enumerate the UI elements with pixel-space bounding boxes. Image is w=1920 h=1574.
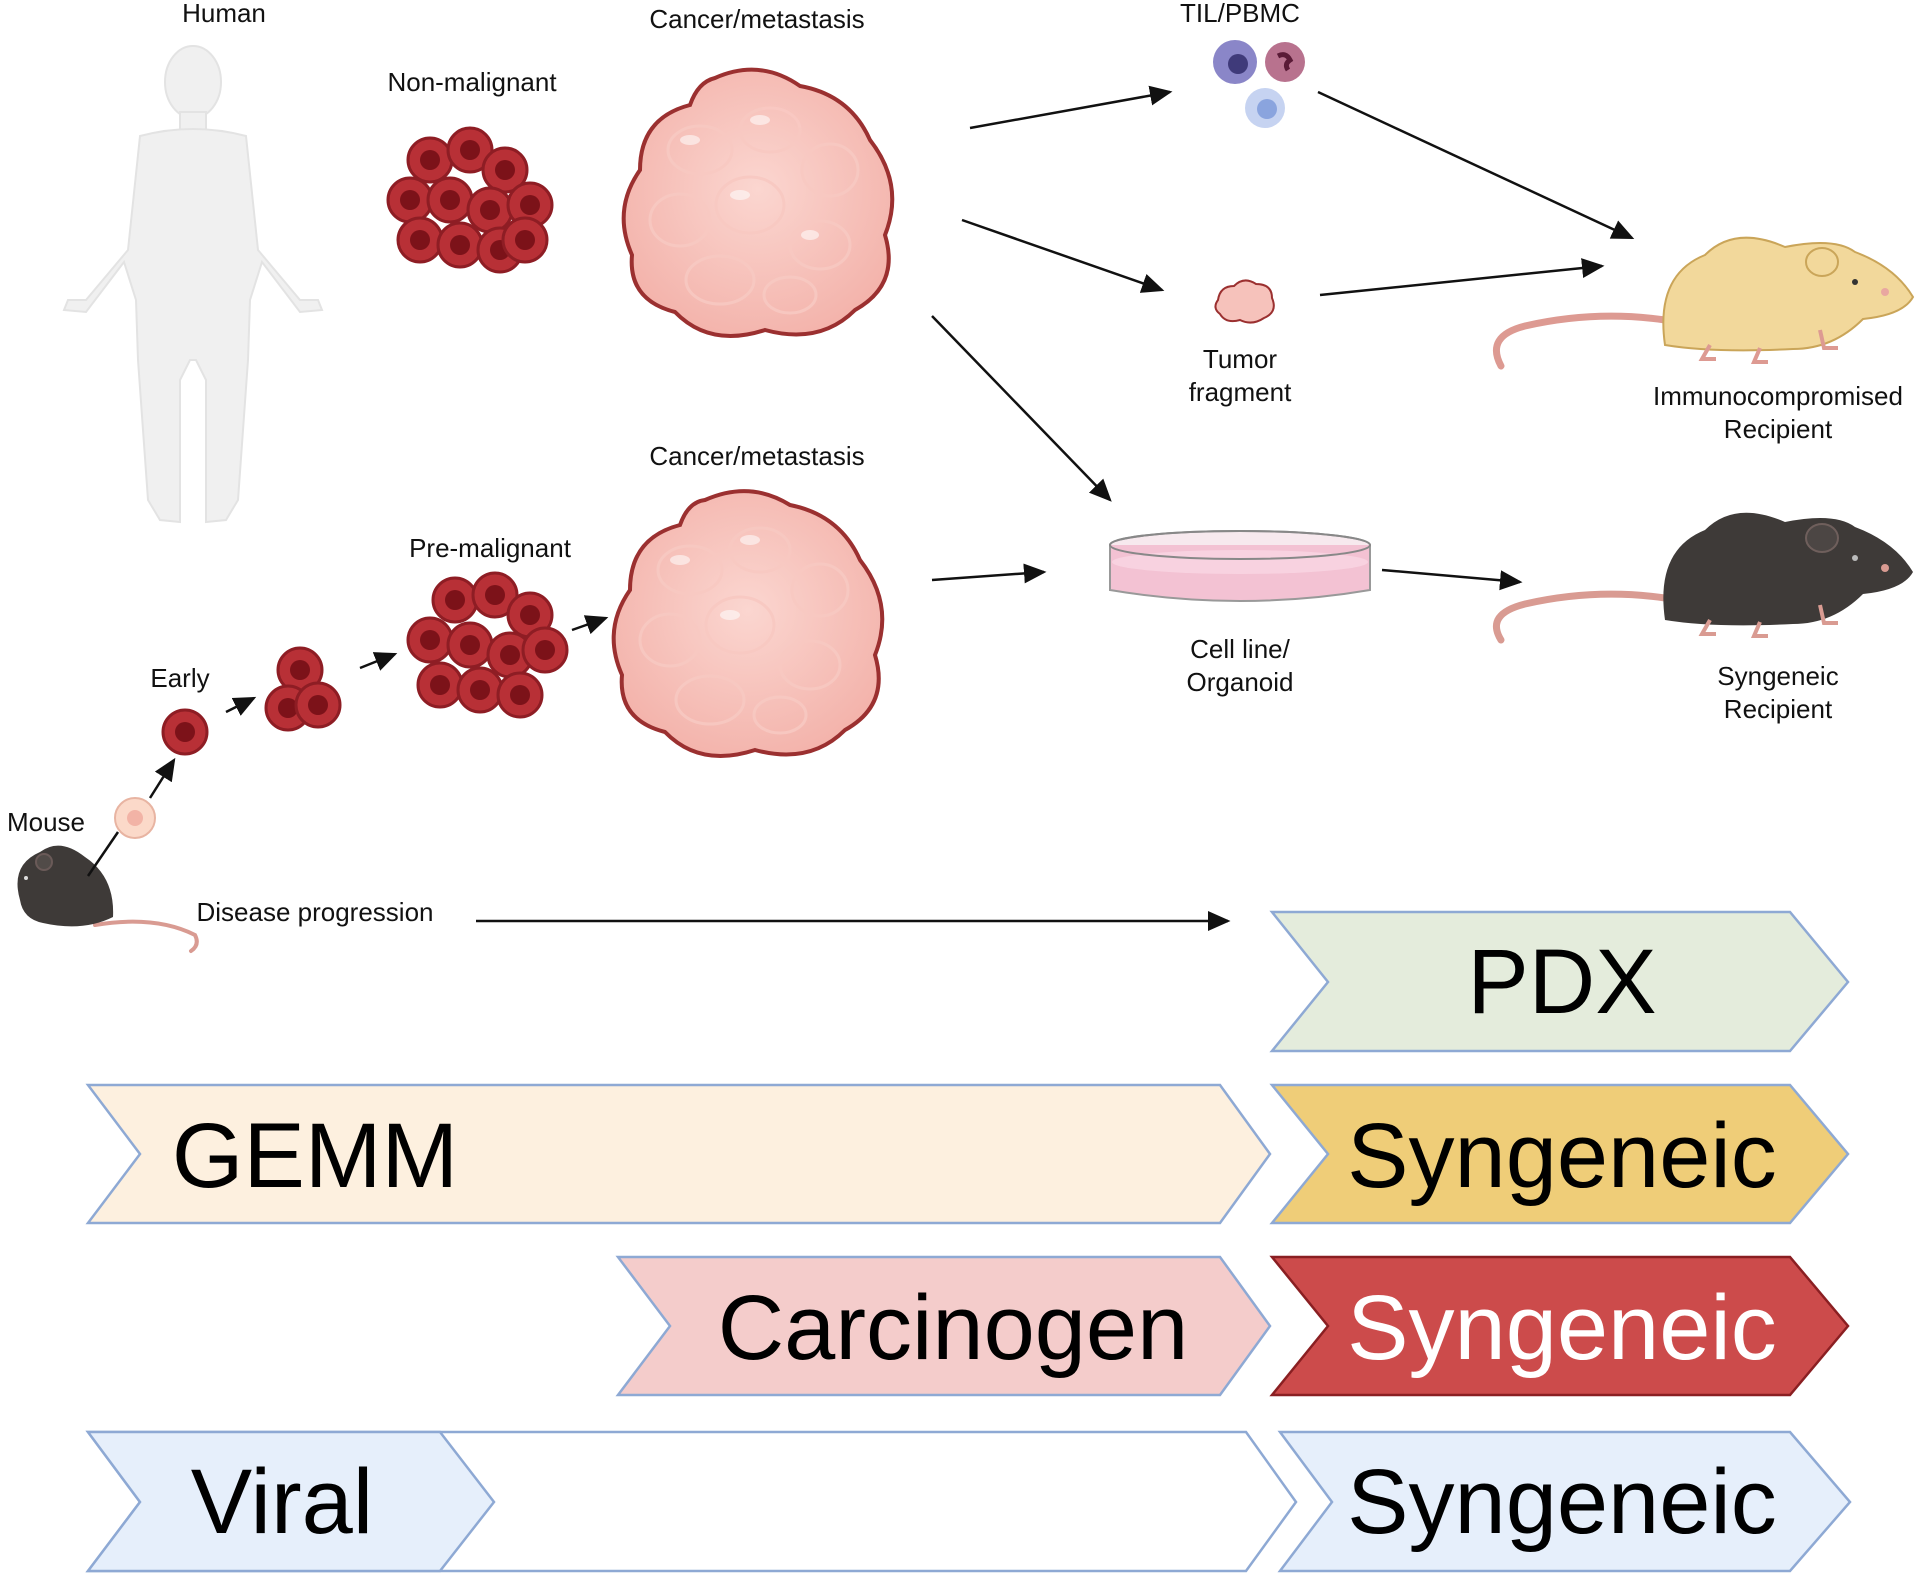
band-syngeneic-red-label: Syngeneic [1347,1277,1777,1379]
early-single-cell-icon [161,708,209,756]
human-figure-icon [62,45,324,524]
syngeneic-recipient-mouse-icon [1493,512,1913,644]
early-label: Early [150,663,209,693]
non-malignant-cell-cluster-icon [386,126,554,274]
cancer-metastasis-top-label: Cancer/metastasis [649,4,864,34]
mouse-origin-icon [17,845,199,953]
arrow-tumor-to-fragment [961,218,1165,293]
syngeneic-recipient-label-line1: Syngeneic [1717,661,1838,691]
band-carcinogen: Carcinogen [615,1255,1272,1397]
band-pdx: PDX [1269,910,1850,1053]
cell-line-label-line1: Cell line/ [1190,634,1290,664]
band-viral-label: Viral [191,1451,373,1553]
tumor-top-icon [621,67,895,338]
arrow-pair-to-premalignant [359,652,398,671]
arrow-bottom-tumor-to-cellline [931,563,1047,584]
band-syngeneic-gold-label: Syngeneic [1347,1105,1777,1207]
arrow-til-to-immunocompromised [1317,90,1635,240]
band-pdx-label: PDX [1467,931,1656,1033]
petri-dish-icon [1109,530,1371,602]
tumor-bottom-icon [611,489,885,758]
tumor-fragment-icon [1214,279,1275,324]
tumor-fragment-label-line2: fragment [1189,377,1292,407]
band-syngeneic-gold: Syngeneic [1269,1083,1850,1225]
cancer-metastasis-bottom-label: Cancer/metastasis [649,441,864,471]
band-syngeneic-blue: Syngeneic [1277,1430,1852,1573]
arrow-tumor-to-cellline [931,315,1112,502]
pre-malignant-cell-cluster-icon [406,571,569,719]
pre-malignant-label: Pre-malignant [409,533,572,563]
cell-line-label-line2: Organoid [1187,667,1294,697]
til-pbmc-label: TIL/PBMC [1180,0,1300,28]
arrow-tumor-to-til [969,85,1173,130]
early-cell-pair-icon [264,646,342,732]
human-label: Human [182,0,266,28]
arrow-early-to-pair [225,696,257,716]
band-gemm-label: GEMM [172,1105,458,1207]
band-viral: Viral [85,1430,1298,1573]
arrow-cellline-to-syngeneic [1381,568,1523,591]
band-syngeneic-red: Syngeneic [1269,1255,1850,1397]
immunocompromised-mouse-icon [1493,236,1915,370]
band-syngeneic-blue-label: Syngeneic [1347,1451,1777,1553]
immunocompromised-label-line2: Recipient [1724,414,1833,444]
immune-cells-icon [1213,40,1305,128]
syngeneic-recipient-label-line2: Recipient [1724,694,1833,724]
mouse-to-cell-connector [86,831,120,877]
tumor-fragment-label-line1: Tumor [1203,344,1277,374]
band-gemm: GEMM [85,1083,1272,1225]
mouse-label: Mouse [7,807,85,837]
immunocompromised-label-line1: Immunocompromised [1653,381,1903,411]
band-carcinogen-label: Carcinogen [718,1277,1189,1379]
arrow-fragment-to-immunocompromised [1319,258,1605,297]
arrow-premalignant-to-tumor [571,615,609,635]
origin-cell-icon [114,797,156,839]
disease-progression-label: Disease progression [196,897,433,927]
arrow-origin-to-early [148,757,176,799]
non-malignant-label: Non-malignant [387,67,557,97]
